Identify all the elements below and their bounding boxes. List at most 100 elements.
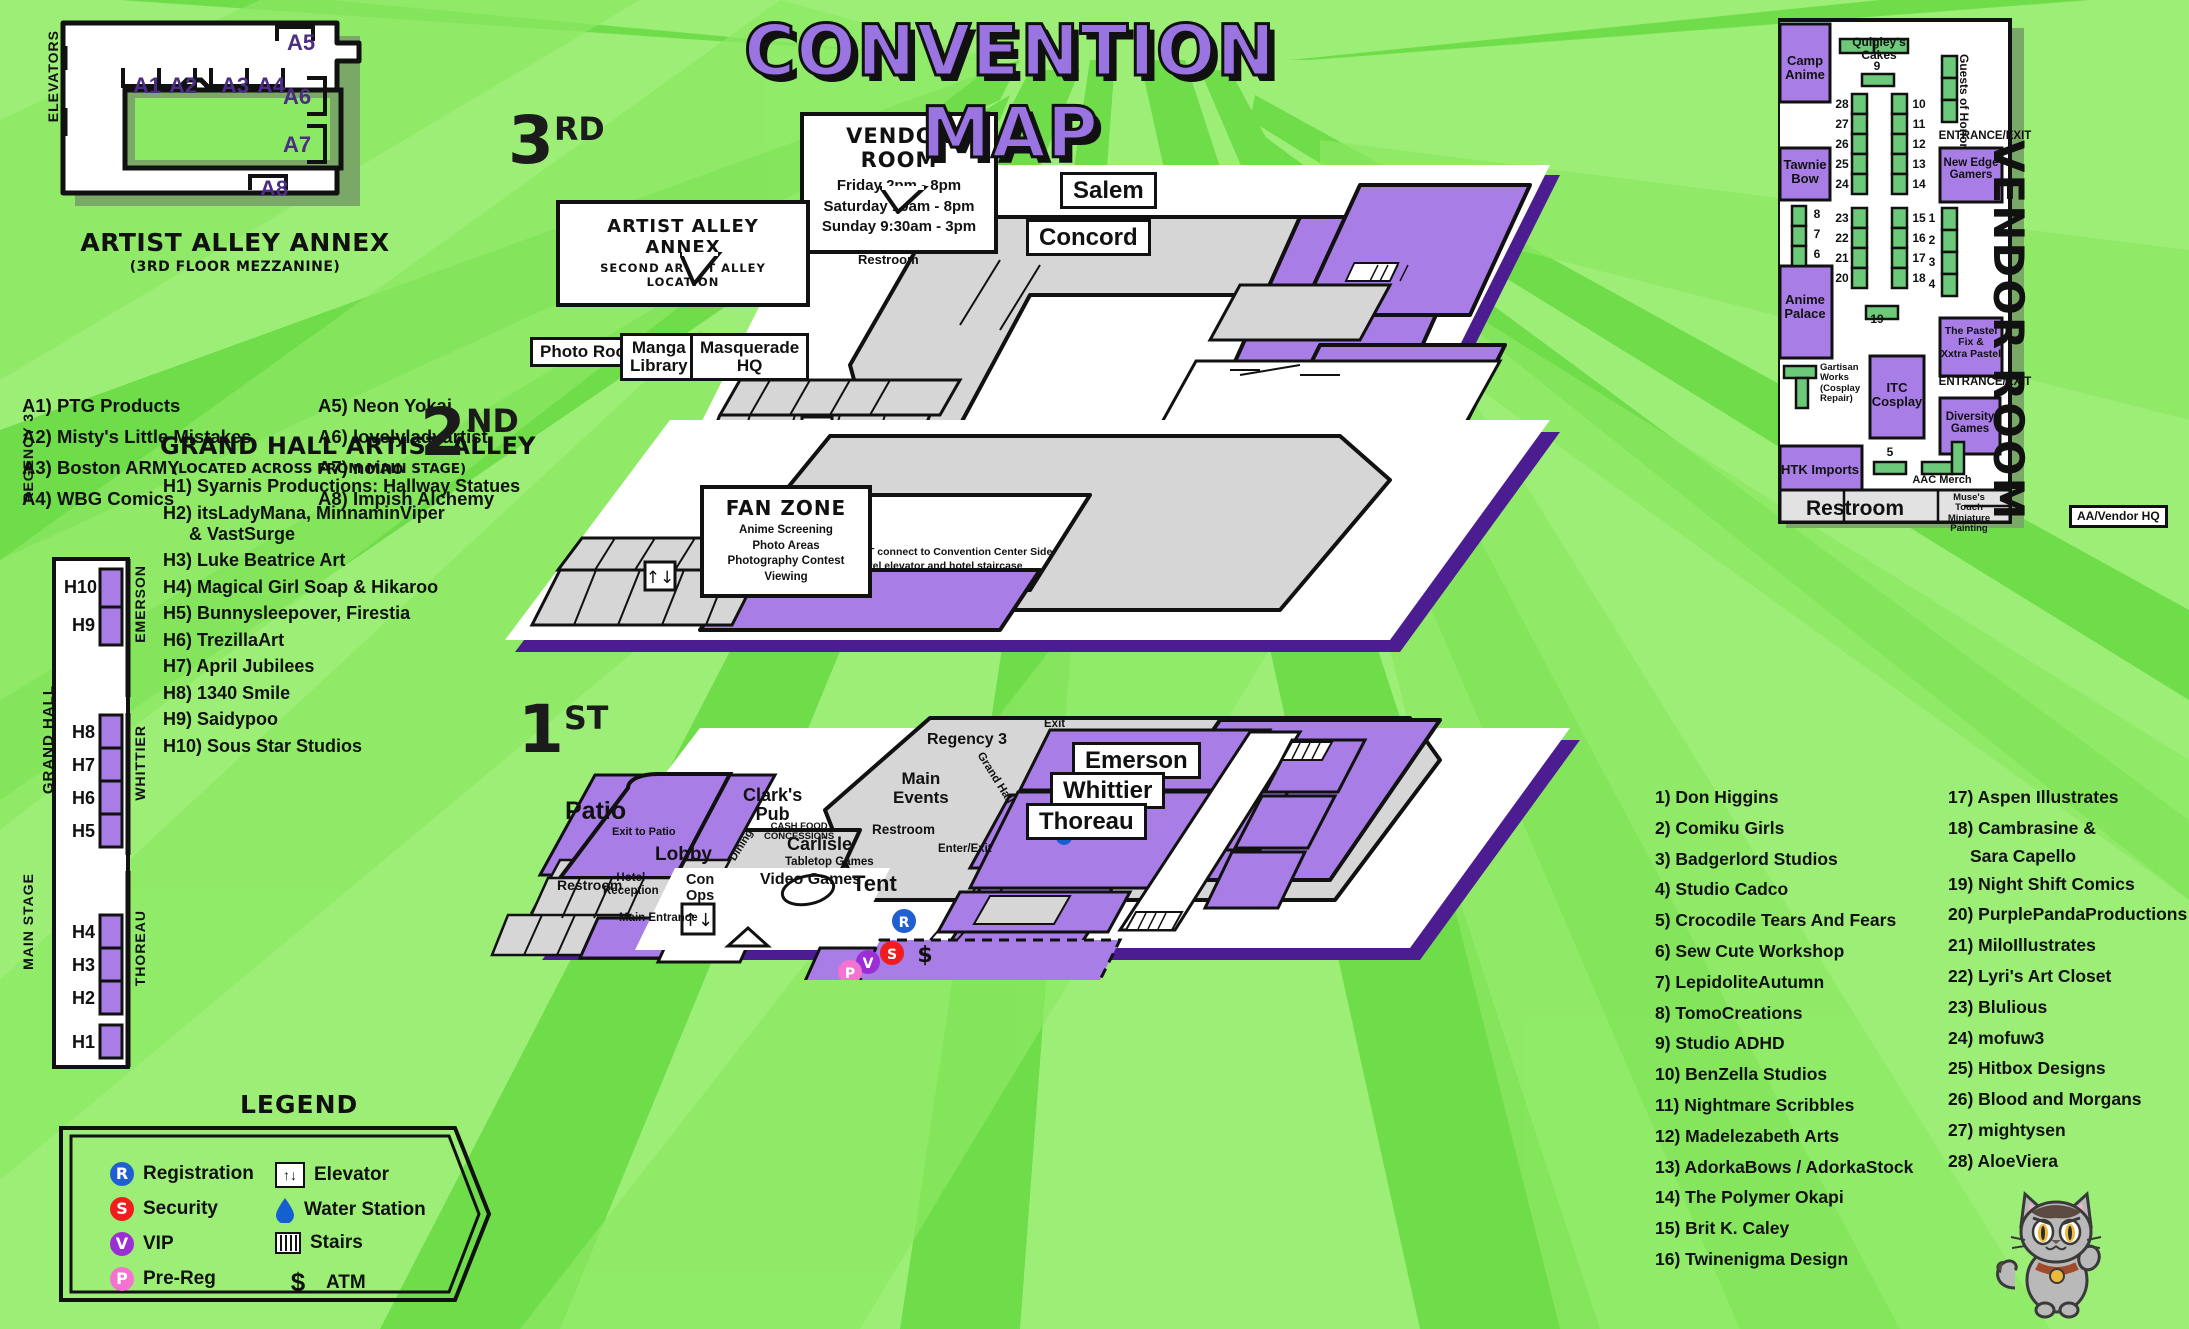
list-item: 24) mofuw3 — [1948, 1027, 2045, 1048]
label-concord: Concord — [1026, 219, 1151, 257]
list-item: 13) AdorkaBows / AdorkaStock — [1655, 1156, 1914, 1177]
list-item: 28) AloeViera — [1948, 1150, 2058, 1171]
callout-line: Sunday 9:30am - 3pm — [821, 218, 977, 236]
legend-label: Pre-Reg — [143, 1268, 216, 1289]
svg-text:$: $ — [917, 943, 932, 968]
legend-label: ATM — [326, 1271, 366, 1293]
list-item: H7) April Jubilees — [163, 656, 315, 676]
legend-label: Stairs — [310, 1232, 363, 1253]
list-item: 2) Comiku Girls — [1655, 817, 1785, 838]
svg-text:R: R — [899, 915, 910, 931]
annex-list-item: A8) Impish Alchemy — [318, 488, 495, 509]
list-item: 17) Aspen Illustrates — [1948, 787, 2119, 807]
svg-text:↑↓: ↑↓ — [646, 568, 675, 588]
stairs-icon — [275, 1232, 301, 1254]
label-carlisle-sub: Tabletop Games — [785, 856, 874, 868]
svg-text:↑↓: ↑↓ — [683, 910, 713, 931]
callout-tail — [880, 186, 929, 214]
label-restroom-floor3: Restroom — [858, 252, 919, 267]
fan-zone-line: Anime Screening — [739, 524, 833, 536]
fan-zone-line: Photography Contest Viewing — [727, 555, 845, 583]
label-thoreau-floor1: Thoreau — [1026, 803, 1147, 841]
cat-mascot — [1996, 1190, 2102, 1319]
callout-title: VENDOR ROOM — [846, 124, 952, 172]
list-item: 4) Studio Cadco — [1655, 879, 1789, 900]
annex-list-item: A5) Neon Yokai — [318, 395, 452, 416]
label-video-games: Video Games — [760, 871, 862, 888]
annex-title: ARTIST ALLEY ANNEX — [80, 228, 390, 257]
annex-list-right: A5) Neon Yokai A6) lovelyladyartist A7) … — [318, 390, 598, 514]
list-item: 14) The Polymer Okapi — [1655, 1187, 1844, 1208]
grand-hall-floorplan — [52, 557, 131, 1069]
label-masquerade-hq: Masquerade HQ — [690, 333, 810, 381]
vendor-list-left: 1) Don Higgins 2) Comiku Girls 3) Badger… — [1655, 782, 1985, 1275]
svg-text:S: S — [887, 947, 897, 963]
label-exit-to-patio: Exit to Patio — [612, 826, 676, 838]
water-station-icon — [275, 1197, 295, 1223]
legend-item-water: Water Station — [275, 1197, 426, 1223]
list-item: 12) Madelezabeth Arts — [1655, 1125, 1840, 1146]
legend-label: Registration — [143, 1163, 254, 1184]
label-con-ops: Con Ops — [686, 872, 715, 905]
security-icon: S — [110, 1197, 134, 1221]
callout-tail — [680, 252, 723, 286]
list-item: H2) itsLadyMana, MinnaminViper& VastSurg… — [163, 502, 445, 544]
label-whittier-floor1: Whittier — [1050, 772, 1166, 810]
legend-title: LEGEND — [240, 1090, 359, 1119]
legend-item-registration: R Registration — [110, 1162, 254, 1186]
annex-list-item: A3) Boston ARMY — [22, 457, 180, 478]
atm-icon: $ — [290, 1267, 306, 1297]
legend-item-prereg: P Pre-Reg — [110, 1267, 216, 1291]
grand-hall-subtitle: (LOCATED ACROSS FROM MAIN STAGE) — [172, 461, 467, 477]
list-item: 1) Don Higgins — [1655, 787, 1779, 807]
label-enter-exit: Enter/Exit — [938, 843, 992, 855]
grand-hall-title-block: GRAND HALL ARTIST ALLEY (LOCATED ACROSS … — [160, 432, 550, 477]
list-item: H4) Magical Girl Soap & Hikaroo — [163, 576, 439, 597]
list-item: 15) Brit K. Caley — [1655, 1218, 1790, 1239]
annex-list-item: A1) PTG Products — [22, 395, 181, 416]
list-item: 23) Blulious — [1948, 996, 2048, 1017]
annex-list-item: A6) lovelyladyartist — [318, 426, 488, 447]
legend-item-vip: V VIP — [110, 1232, 174, 1256]
legend-label: Water Station — [304, 1199, 426, 1220]
elevator-icon: ↑↓ — [275, 1162, 305, 1188]
label-patio: Patio — [565, 797, 627, 825]
fan-zone-callout: FAN ZONE Anime Screening Photo Areas Pho… — [700, 485, 872, 599]
list-item: 9) Studio ADHD — [1655, 1033, 1785, 1054]
legend-label: Security — [143, 1198, 218, 1219]
annex-elevators-label: ELEVATORS — [45, 30, 61, 123]
svg-text:P: P — [845, 966, 855, 980]
label-main-events: Main Events — [893, 769, 949, 807]
label-clarks-pub: Clark's Pub — [743, 785, 803, 825]
label-tent: Tent — [852, 871, 897, 896]
list-item: H5) Bunnysleepover, Firestia — [163, 603, 411, 623]
svg-text:V: V — [863, 956, 874, 972]
annex-list-item: A4) WBG Comics — [22, 488, 175, 509]
legend-item-security: S Security — [110, 1197, 218, 1221]
label-carlisle: Carlisle — [787, 834, 853, 854]
annex-list-item: A2) Misty's Little Mistakes — [22, 426, 252, 447]
label-manga-library: Manga Library — [620, 333, 698, 381]
annex-floorplan — [60, 20, 362, 206]
label-cash-food-concessions: CASH FOOD CONCESSIONS — [764, 821, 835, 843]
label-aa-vendor-hq: AA/Vendor HQ — [2069, 505, 2168, 528]
list-item: 5) Crocodile Tears And Fears — [1655, 910, 1897, 931]
annex-subtitle: (3RD FLOOR MEZZANINE) — [129, 259, 341, 275]
list-item: 25) Hitbox Designs — [1948, 1058, 2106, 1079]
list-item: 7) LepidoliteAutumn — [1655, 971, 1825, 992]
list-item: 22) Lyri's Art Closet — [1948, 965, 2112, 986]
label-restroom-floor1-right: Restroom — [872, 822, 936, 837]
list-item: H10) Sous Star Studios — [163, 735, 363, 756]
floor2-number: 2ND — [420, 394, 519, 471]
legend-item-stairs: Stairs — [275, 1232, 363, 1254]
list-item: H9) Saidypoo — [163, 709, 279, 729]
list-item: 8) TomoCreations — [1655, 1002, 1803, 1023]
list-item: 26) Blood and Morgans — [1948, 1089, 2142, 1110]
legend-box — [59, 1126, 492, 1302]
list-item: 27) mightysen — [1948, 1119, 2066, 1140]
vendor-list-right: 17) Aspen Illustrates 18) Cambrasine &Sa… — [1948, 782, 2189, 1177]
list-item: 16) Twinenigma Design — [1655, 1248, 1849, 1269]
list-item: 21) MiloIllustrates — [1948, 935, 2096, 956]
page-title: CONVENTION MAP — [743, 9, 1277, 176]
vendor-room-heading: VENDOR ROOM — [1984, 140, 2033, 522]
